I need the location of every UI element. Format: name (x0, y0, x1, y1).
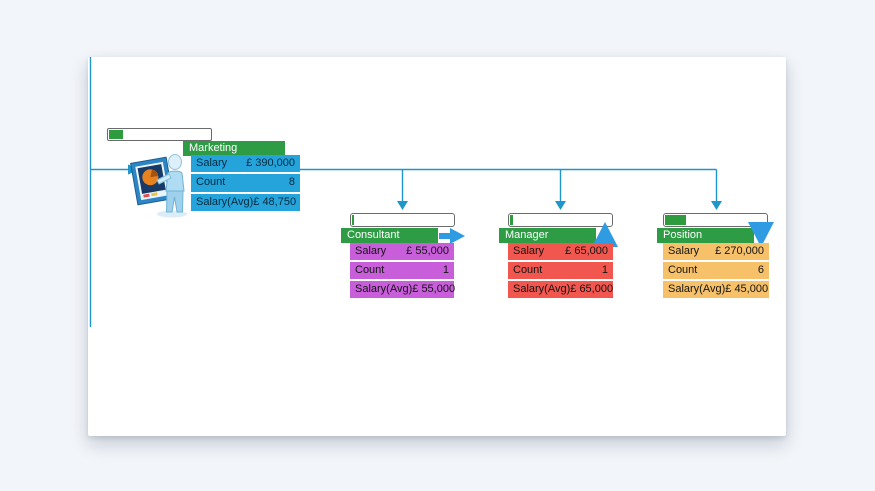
table-row[interactable]: Count 6 (663, 262, 769, 281)
row-label: Salary(Avg) (196, 195, 254, 208)
row-label: Salary(Avg) (513, 283, 571, 295)
trend-flat-icon[interactable] (437, 225, 467, 247)
row-label: Salary(Avg) (668, 283, 726, 295)
row-value: £ 48,750 (253, 195, 297, 208)
row-label: Salary (355, 245, 387, 257)
node-header-manager[interactable]: Manager (499, 228, 596, 243)
table-row[interactable]: Count 1 (350, 262, 454, 281)
node-table-marketing: Salary £ 390,000 Count 8 Salary(Avg) £ 4… (191, 155, 300, 211)
progress-fill (109, 130, 124, 139)
progress-fill (665, 215, 686, 225)
row-label: Salary(Avg) (355, 283, 413, 295)
node-table-position: Salary £ 270,000 Count 6 Salary(Avg) £ 4… (663, 243, 769, 298)
row-value: £ 55,000 (412, 283, 456, 295)
row-value: 8 (288, 176, 295, 189)
progress-bar-position[interactable] (663, 213, 768, 227)
node-table-consultant: Salary £ 55,000 Count 1 Salary(Avg) £ 55… (350, 243, 456, 298)
row-label: Count (355, 264, 385, 276)
row-label: Salary (196, 157, 228, 169)
row-label: Salary (513, 245, 545, 257)
progress-bar-manager[interactable] (508, 213, 613, 227)
node-header-position[interactable]: Position (657, 228, 754, 243)
progress-bar-marketing[interactable] (107, 128, 212, 141)
person-with-framed-chart-icon[interactable] (130, 150, 192, 218)
progress-fill (352, 215, 355, 225)
table-row[interactable]: Salary £ 270,000 (663, 243, 769, 262)
table-row[interactable]: Salary £ 65,000 (508, 243, 613, 262)
node-header-consultant[interactable]: Consultant (341, 228, 438, 243)
row-value: £ 65,000 (565, 245, 608, 257)
row-label: Salary (668, 245, 700, 257)
row-value: £ 65,000 (570, 283, 614, 295)
row-value: £ 45,000 (725, 283, 769, 295)
table-row[interactable]: Salary £ 55,000 (350, 243, 454, 262)
table-row[interactable]: Salary £ 390,000 (191, 155, 300, 175)
progress-fill (510, 215, 514, 225)
person-figure (156, 154, 185, 213)
row-value: 1 (442, 264, 449, 276)
row-value: £ 270,000 (715, 245, 764, 257)
row-label: Count (513, 264, 543, 276)
table-row[interactable]: Count 1 (508, 262, 613, 281)
row-label: Count (196, 176, 226, 189)
table-row[interactable]: Count 8 (191, 174, 300, 194)
row-value: 1 (601, 264, 608, 276)
trend-down-icon[interactable] (746, 219, 776, 249)
table-row[interactable]: Salary(Avg) £ 65,000 (508, 281, 613, 298)
node-header-marketing[interactable]: Marketing (183, 141, 285, 156)
table-row[interactable]: Salary(Avg) £ 48,750 (191, 193, 300, 211)
table-row[interactable]: Salary(Avg) £ 45,000 (663, 281, 769, 298)
node-table-manager: Salary £ 65,000 Count 1 Salary(Avg) £ 65… (508, 243, 613, 298)
row-value: £ 390,000 (246, 157, 295, 169)
progress-bar-consultant[interactable] (350, 213, 455, 227)
row-label: Count (668, 264, 698, 276)
table-row[interactable]: Salary(Avg) £ 55,000 (350, 281, 456, 298)
row-value: £ 55,000 (406, 245, 449, 257)
row-value: 6 (757, 264, 764, 276)
framed-chart (130, 156, 174, 206)
trend-up-icon[interactable] (591, 221, 619, 248)
